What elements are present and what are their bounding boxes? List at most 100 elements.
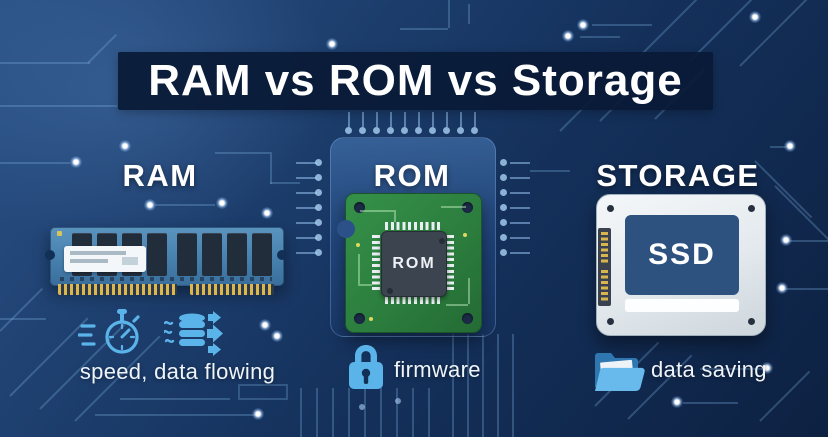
pin-trace [376,112,378,127]
glow-dot [326,38,338,50]
circuit-trace [412,388,414,437]
pin-trace [510,177,530,179]
screw-hole [354,313,365,324]
smd-strip [60,277,272,281]
pin-trace [296,222,317,224]
ram-heading: RAM [122,158,198,193]
pin-trace [432,112,434,127]
pin-trace [418,112,420,127]
screw-hole [462,202,473,213]
pin-dot [359,127,366,134]
circuit-trace [0,105,117,107]
circuit-trace [0,287,44,332]
pin-dot [429,127,436,134]
pin-trace [404,112,406,127]
sata-connector [598,228,611,306]
pin-dot [315,219,322,226]
circuit-trace [215,152,270,154]
gold-pins [190,284,274,295]
chip-pins [372,235,380,291]
board-notch [337,220,355,238]
circuit-trace [770,146,786,148]
circuit-trace [348,388,350,437]
pin-dot [315,189,322,196]
screw [607,318,614,325]
pin-trace [446,112,448,127]
screw-hole [354,202,365,213]
memory-chip [252,233,272,276]
memory-chip [177,233,197,276]
screw-hole [462,313,473,324]
circuit-trace [270,182,300,184]
pin-dot [315,174,322,181]
pin-dot [315,249,322,256]
pin-trace [296,252,317,254]
pin-trace [474,112,476,127]
pin-dot [471,127,478,134]
glow-dot [144,199,156,211]
circuit-trace [0,162,70,164]
pin-dot [500,204,507,211]
gold-pins [58,284,177,295]
pin-dot [401,127,408,134]
circuit-trace [739,0,828,67]
glow-dot [395,398,401,404]
circuit-trace [482,334,484,437]
chip-mark [439,238,445,244]
pin-dot [457,127,464,134]
circuit-trace [270,152,272,184]
rom-heading: ROM [373,158,451,193]
pin-trace [362,112,364,127]
pin-dot [500,249,507,256]
circuit-trace [467,334,469,437]
circuit-trace [0,318,46,320]
pin-dot [345,127,352,134]
pin-trace [348,112,350,127]
glow-dot [761,362,773,374]
circuit-trace [428,388,430,437]
storage-heading: STORAGE [596,158,760,193]
pcb-trace [441,206,466,208]
circuit-trace [155,204,215,206]
memory-chip [147,233,167,276]
ssd-illustration: SSD [596,194,766,336]
circuit-trace [332,388,334,437]
circuit-trace [316,388,318,437]
glow-dot [784,140,796,152]
pcb-trace [468,278,470,304]
circuit-trace [300,388,302,437]
ram-caption: speed, data flowing [79,359,276,384]
pin-dot [387,127,394,134]
glow-dot [271,330,283,342]
circuit-trace [448,0,450,28]
stopwatch-icon [78,309,140,354]
rom-chip-illustration: ROM [337,193,482,333]
circuit-trace [683,402,738,404]
pin-dot [500,189,507,196]
pin-trace [296,177,317,179]
pin-trace [460,112,462,127]
pcb-trace [358,284,372,286]
chip-pins [385,296,441,304]
circuit-trace [400,28,448,30]
label-barcode [122,257,138,265]
pin-trace [510,207,530,209]
glow-dot [671,396,683,408]
circuit-trace [452,334,454,437]
page-title: RAM vs ROM vs Storage [148,56,683,105]
rom-caption: firmware [394,357,481,382]
solder-dot [369,317,373,321]
circuit-trace [468,4,470,24]
circuit-trace [530,170,570,172]
connector-pins [601,270,608,302]
circuit-trace [120,398,230,400]
pin-trace [510,222,530,224]
chip-mark [387,288,393,294]
pcb-trace [358,254,360,284]
glow-dot [776,282,788,294]
circuit-trace [364,388,366,437]
ram-sticker-label [64,246,146,272]
pin-dot [315,234,322,241]
edge-notch [277,250,287,260]
